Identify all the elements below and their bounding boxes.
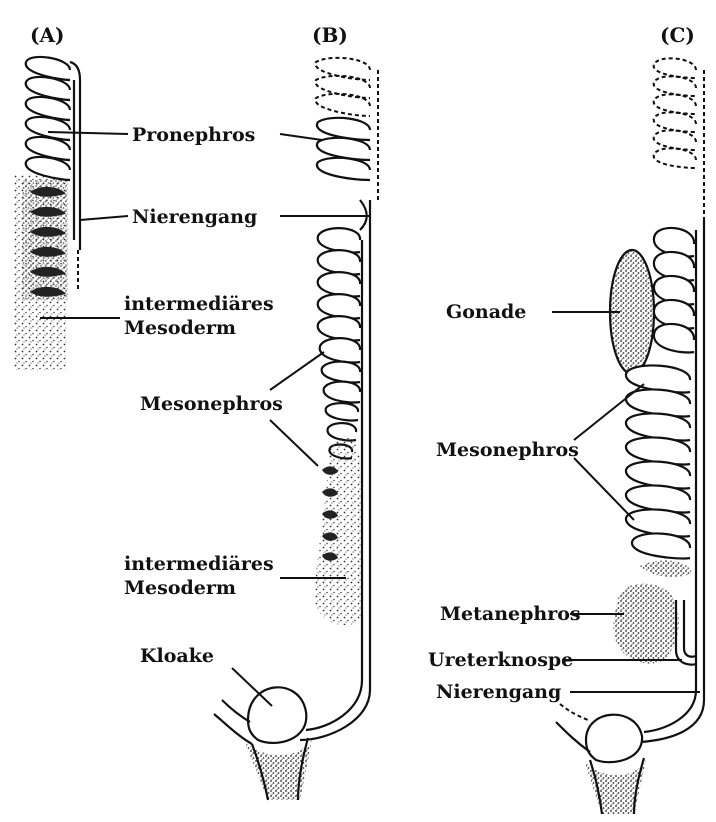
label-kloake: Kloake: [140, 645, 214, 667]
cloaca-b: [214, 687, 312, 800]
cloaca-c: [556, 704, 646, 814]
intermediate-mesoderm-b: [314, 436, 362, 625]
panel-a-drawing: [14, 57, 80, 370]
label-nierengang-1: Nierengang: [132, 206, 257, 228]
label-mesonephros-2: Mesonephros: [436, 439, 579, 461]
panel-b-drawing: [214, 58, 378, 800]
label-mesonephros-1: Mesonephros: [140, 393, 283, 415]
mesonephros-tubules-b: [318, 228, 360, 458]
label-gonade: Gonade: [446, 301, 526, 323]
panel-label-c: (C): [660, 23, 695, 47]
label-nierengang-2: Nierengang: [436, 681, 561, 703]
label-ureterknospe: Ureterknospe: [428, 649, 573, 671]
label-metanephros: Metanephros: [440, 603, 581, 625]
ureteric-bud-c-inner: [684, 600, 696, 657]
label-intermediaeres-1-line1: intermediäres: [124, 293, 274, 315]
pronephros-tubules-a: [26, 57, 70, 180]
label-intermediaeres-2-line1: intermediäres: [124, 553, 274, 575]
mesoderm-c-top: [640, 560, 692, 576]
label-mesoderm-1-line2: Mesoderm: [124, 317, 236, 339]
panel-label-b: (B): [312, 23, 348, 47]
panel-label-a: (A): [30, 23, 64, 47]
pronephros-tubules-b: [317, 118, 370, 180]
label-mesoderm-2-line2: Mesoderm: [124, 577, 236, 599]
label-pronephros: Pronephros: [132, 124, 255, 146]
pronephros-degenerating-c: [654, 58, 704, 220]
metanephros-c: [613, 584, 678, 664]
mesoderm-dense-a: [22, 180, 68, 300]
